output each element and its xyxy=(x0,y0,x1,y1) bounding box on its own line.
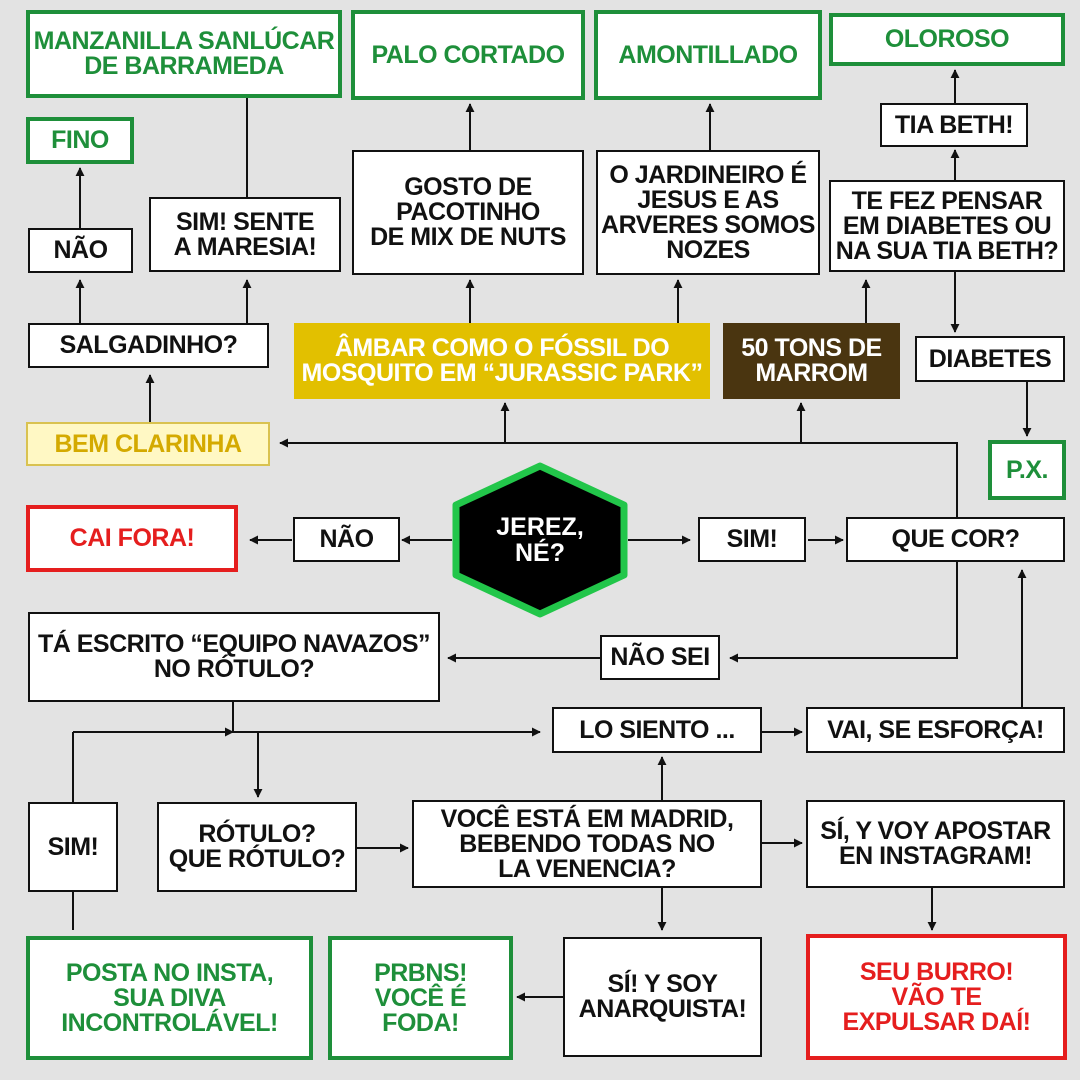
start-hexagon-shape xyxy=(452,462,628,618)
bem-clarinha-node: BEM CLARINHA xyxy=(26,422,270,466)
diabetes-node: DIABETES xyxy=(915,336,1065,382)
oloroso-node: OLOROSO xyxy=(829,13,1065,66)
si-voy-apostar-node: SÍ, Y VOY APOSTAR EN INSTAGRAM! xyxy=(806,800,1065,888)
vai-se-esforca-node: VAI, SE ESFORÇA! xyxy=(806,707,1065,753)
gosto-node: GOSTO DE PACOTINHO DE MIX DE NUTS xyxy=(352,150,584,275)
salgadinho-node: SALGADINHO? xyxy=(28,323,269,368)
fino-node: FINO xyxy=(26,117,134,164)
que-cor-node: QUE COR? xyxy=(846,517,1065,562)
nao-sei-node: NÃO SEI xyxy=(600,635,720,680)
sim-equipo-node: SIM! xyxy=(28,802,118,892)
equipo-navazos-node: TÁ ESCRITO “EQUIPO NAVAZOS” NO RÓTULO? xyxy=(28,612,440,702)
cai-fora-node: CAI FORA! xyxy=(26,505,238,572)
madrid-node: VOCÊ ESTÁ EM MADRID, BEBENDO TODAS NO LA… xyxy=(412,800,762,888)
posta-no-insta-node: POSTA NO INSTA, SUA DIVA INCONTROLÁVEL! xyxy=(26,936,313,1060)
jardineiro-node: O JARDINEIRO É JESUS E AS ARVERES SOMOS … xyxy=(596,150,820,275)
nao-main-node: NÃO xyxy=(293,517,400,562)
px-node: P.X. xyxy=(988,440,1066,500)
lo-siento-node: LO SIENTO ... xyxy=(552,707,762,753)
nao-salgadinho-node: NÃO xyxy=(28,228,133,273)
start-node-label: JEREZ, NÉ? xyxy=(496,512,584,567)
rotulo-node: RÓTULO? QUE RÓTULO? xyxy=(157,802,357,892)
ambar-node: ÂMBAR COMO O FÓSSIL DO MOSQUITO EM “JURA… xyxy=(294,323,710,399)
amontillado-node: AMONTILLADO xyxy=(594,10,822,100)
tia-beth-node: TIA BETH! xyxy=(880,103,1028,147)
si-soy-anarquista-node: SÍ! Y SOY ANARQUISTA! xyxy=(563,937,762,1057)
cinquenta-tons-node: 50 TONS DE MARROM xyxy=(723,323,900,399)
sim-main-node: SIM! xyxy=(698,517,806,562)
te-fez-pensar-node: TE FEZ PENSAR EM DIABETES OU NA SUA TIA … xyxy=(829,180,1065,272)
sim-maresia-node: SIM! SENTE A MARESIA! xyxy=(149,197,341,272)
edge-quecor-naosei xyxy=(729,562,958,663)
palo-cortado-node: PALO CORTADO xyxy=(351,10,585,100)
prbns-node: PRBNS! VOCÊ É FODA! xyxy=(328,936,513,1060)
seu-burro-node: SEU BURRO! VÃO TE EXPULSAR DAÍ! xyxy=(806,934,1067,1060)
start-node: JEREZ, NÉ? xyxy=(452,462,628,618)
manzanilla-node: MANZANILLA SANLÚCAR DE BARRAMEDA xyxy=(26,10,342,98)
